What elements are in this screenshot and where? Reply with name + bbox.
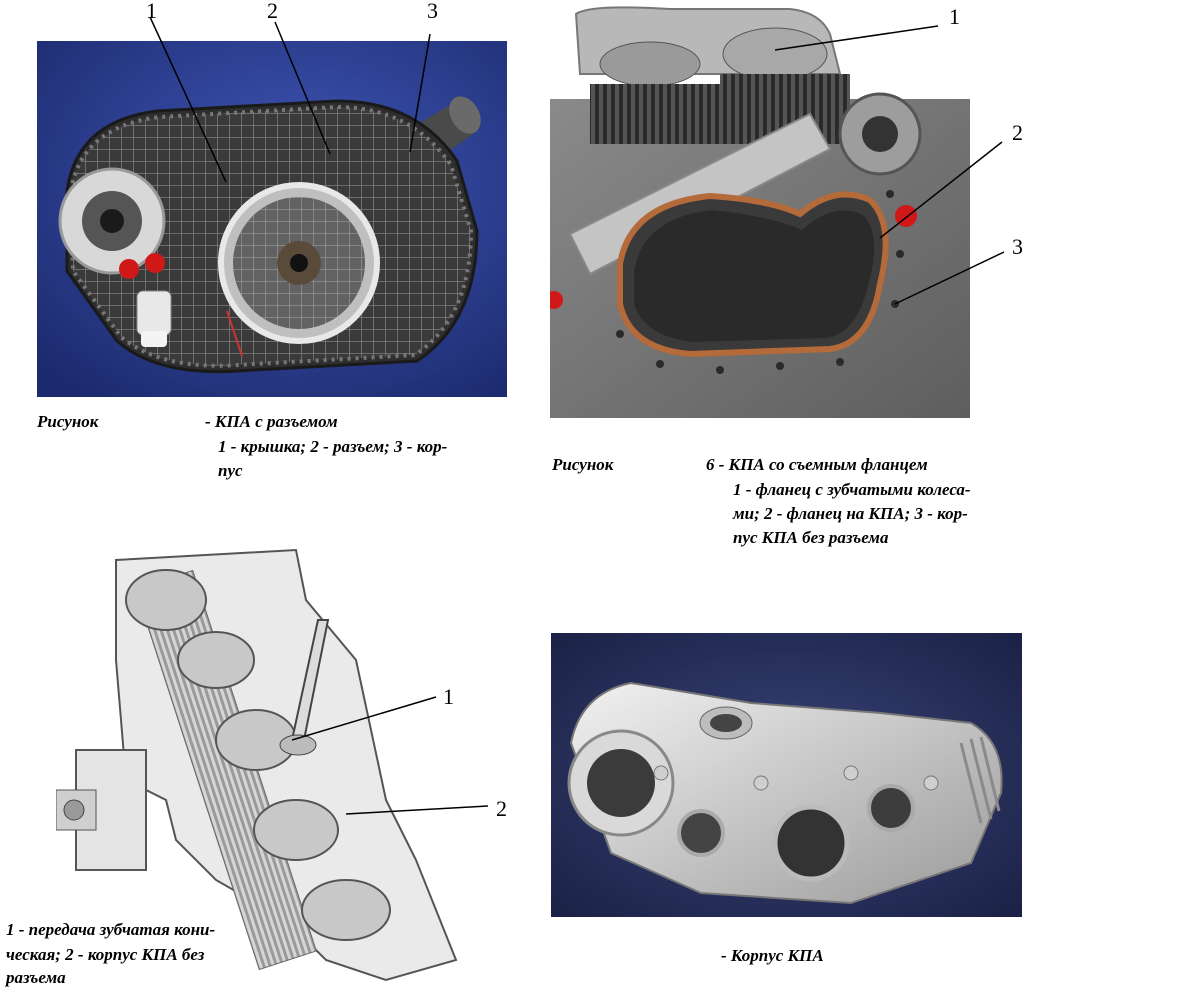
fig2-callout-1: 1 [949,4,960,29]
fig1-caption-prefix: Рисунок [37,412,99,431]
fig3-caption-line: разъема [6,968,66,987]
fig2-caption-line: пус КПА без разъема [733,528,889,547]
fig1-caption-line: пус [218,461,243,480]
fig3-caption-line: 1 - передача зубчатая кони- [6,920,216,939]
photo-kpa-with-split-drawing [37,41,507,397]
fig1-callout-2: 2 [267,0,278,23]
photo-kpa-removable-flange [550,4,970,418]
fig4-caption-title: - Корпус КПА [721,946,824,965]
fig1-callout-3: 3 [427,0,438,23]
fig2-caption-line: ми; 2 - фланец на КПА; 3 - кор- [733,504,968,523]
fig2-callout-3: 3 [1012,234,1023,259]
drawing-kpa-cutaway [56,540,476,990]
fig3-callout-1: 1 [443,684,454,709]
fig2-callout-2: 2 [1012,120,1023,145]
photo-kpa-housing [551,633,1022,917]
fig2-caption-prefix: Рисунок [552,455,614,474]
fig2-caption-line: 1 - фланец с зубчатыми колеса- [733,480,971,499]
fig1-callout-1: 1 [146,0,157,23]
photo-kpa-housing-drawing [551,633,1022,917]
drawing-kpa-cutaway-drawing [56,548,458,982]
fig1-caption-title: - КПА с разъемом [205,412,338,431]
fig3-caption-line: ческая; 2 - корпус КПА без [6,945,205,964]
fig2-caption-title: 6 - КПА со съемным фланцем [706,455,928,474]
fig3-callout-2: 2 [496,796,507,821]
fig1-caption-line: 1 - крышка; 2 - разъем; 3 - кор- [218,437,448,456]
photo-kpa-with-split [37,41,507,397]
photo-kpa-removable-flange-drawing [550,4,970,418]
